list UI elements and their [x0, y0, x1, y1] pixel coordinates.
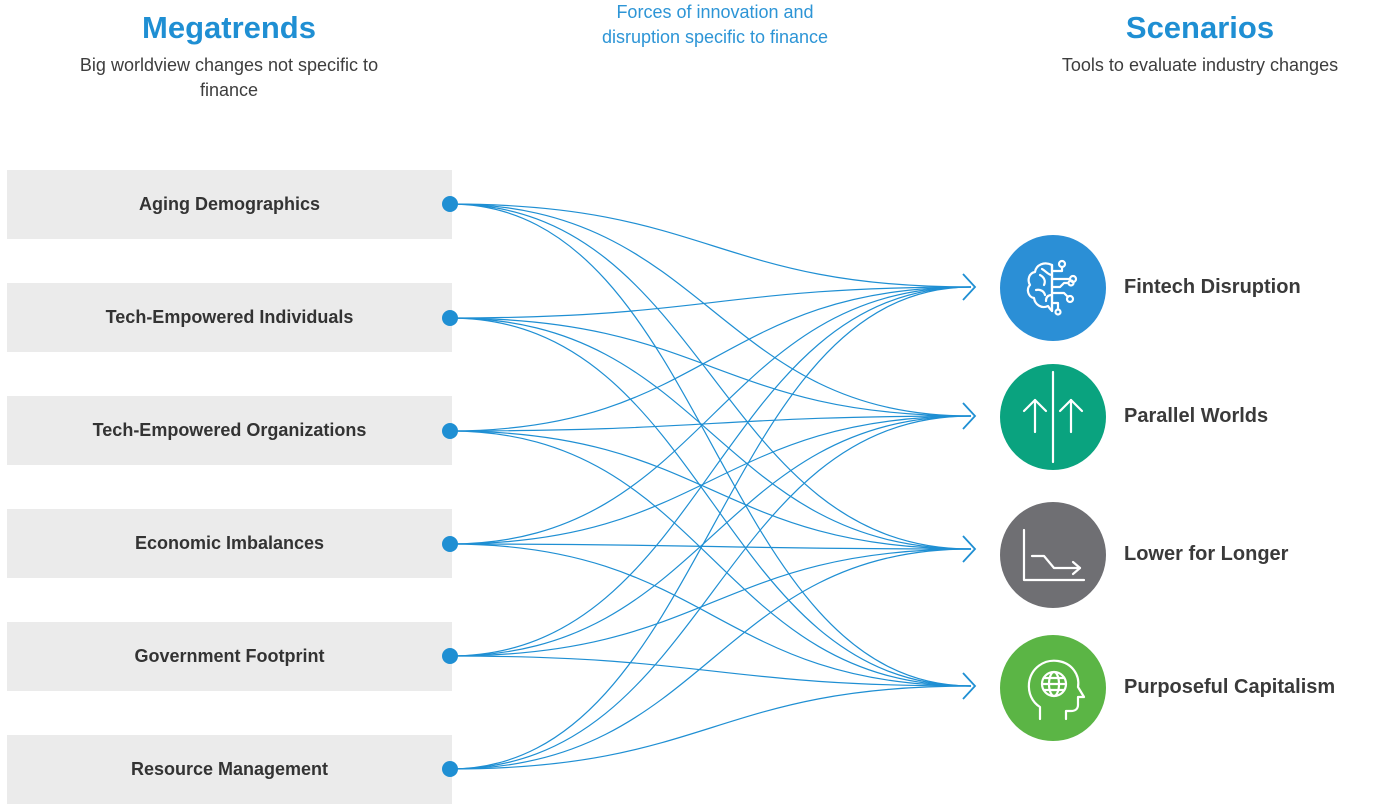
connector-dot: [442, 196, 458, 212]
connection-line: [449, 543, 972, 687]
connection-line: [449, 203, 972, 687]
connection-line: [449, 203, 972, 288]
megatrends-header: Megatrends Big worldview changes not spe…: [70, 9, 388, 103]
head-globe-icon: [1000, 635, 1106, 741]
scenario-label: Lower for Longer: [1124, 543, 1289, 565]
arrowhead: [962, 273, 977, 301]
megatrend-box: Aging Demographics: [7, 170, 452, 239]
connector-dot: [442, 648, 458, 664]
connection-line: [449, 286, 972, 545]
declining-chart-icon: [1000, 502, 1106, 608]
scenarios-title: Scenarios: [1125, 10, 1275, 45]
megatrend-box: Tech-Empowered Organizations: [7, 396, 452, 465]
connector-dot: [442, 423, 458, 439]
megatrend-label: Tech-Empowered Organizations: [92, 420, 367, 440]
connection-line: [449, 543, 972, 550]
connection-line: [449, 286, 972, 657]
forces-caption: Forces of innovation and disruption spec…: [601, 2, 829, 47]
connection-line: [449, 685, 972, 770]
scenario-label: Fintech Disruption: [1124, 276, 1301, 298]
connection-line: [449, 415, 972, 657]
megatrend-label: Aging Demographics: [138, 194, 321, 214]
megatrend-label: Resource Management: [130, 759, 329, 779]
connection-line: [449, 317, 972, 417]
megatrend-box: Resource Management: [7, 735, 452, 804]
connection-line: [449, 317, 972, 550]
megatrend-label: Tech-Empowered Individuals: [105, 307, 354, 327]
megatrend-box: Government Footprint: [7, 622, 452, 691]
megatrend-box: Tech-Empowered Individuals: [7, 283, 452, 352]
brain-circuit-icon: [1000, 235, 1106, 341]
connection-line: [449, 286, 972, 432]
connector-dot: [442, 536, 458, 552]
connection-line: [449, 203, 972, 417]
arrowhead: [962, 402, 977, 430]
megatrends-title: Megatrends: [142, 10, 316, 45]
megatrend-label: Economic Imbalances: [134, 533, 325, 553]
megatrends-subtitle: Big worldview changes not specific to fi…: [79, 55, 379, 100]
connection-line: [449, 655, 972, 687]
connection-line: [449, 286, 972, 319]
megatrend-box: Economic Imbalances: [7, 509, 452, 578]
connector-dot: [442, 761, 458, 777]
connection-line: [449, 317, 972, 687]
connection-line: [449, 430, 972, 550]
scenarios-header: Scenarios Tools to evaluate industry cha…: [1040, 9, 1360, 78]
scenario-label: Purposeful Capitalism: [1124, 676, 1336, 698]
megatrend-label: Government Footprint: [134, 646, 325, 666]
arrowhead: [962, 535, 977, 563]
arrowhead: [962, 672, 977, 700]
connection-line: [449, 203, 972, 550]
scenario-label: Parallel Worlds: [1124, 405, 1269, 427]
connection-line: [449, 415, 972, 432]
connection-line: [449, 415, 972, 770]
connection-line: [449, 415, 972, 545]
connection-line: [449, 286, 972, 770]
connection-line: [449, 548, 972, 770]
connection-line: [449, 430, 972, 687]
connection-line: [449, 548, 972, 657]
connector-dot: [442, 310, 458, 326]
scenarios-subtitle: Tools to evaluate industry changes: [1061, 55, 1339, 75]
parallel-arrows-icon: [1000, 364, 1106, 470]
